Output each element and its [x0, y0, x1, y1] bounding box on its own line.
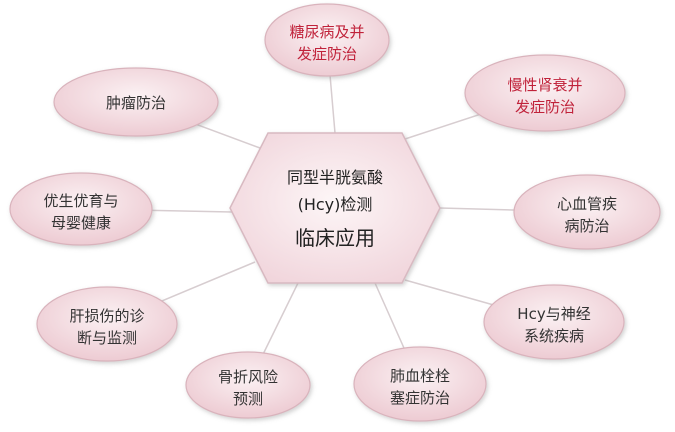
node-cardiovascular-label-line2: 病防治 — [564, 217, 609, 235]
node-pulmonary-embolism-label-line1: 肺血栓栓 — [390, 367, 450, 385]
node-neuro-label-line2: 系统疾病 — [524, 327, 584, 345]
node-diabetes-bubble — [264, 3, 390, 77]
node-neuro-bubble — [483, 284, 625, 360]
node-renal-failure-label-line1: 慢性肾衰并 — [507, 76, 582, 94]
node-neuro-label-line1: Hcy与神经 — [517, 305, 590, 323]
center-hexagon: 同型半胱氨酸 (Hcy)检测 临床应用 — [229, 132, 441, 284]
node-fracture-risk-label-line1: 骨折风险 — [218, 368, 278, 386]
center-title-line1: 同型半胱氨酸 — [287, 168, 383, 187]
node-renal-failure-bubble — [464, 54, 626, 132]
node-liver-injury-label-line2: 断与监测 — [77, 329, 137, 347]
center-hexagon-shape — [229, 132, 441, 284]
node-renal-failure-label-line2: 发症防治 — [515, 98, 575, 116]
node-prenatal-bubble — [9, 172, 153, 246]
node-pulmonary-embolism-label-line2: 塞症防治 — [390, 389, 450, 407]
node-fracture-risk-label-line2: 预测 — [233, 390, 263, 408]
node-diabetes-label-line2: 发症防治 — [297, 45, 357, 63]
node-prenatal-label-line1: 优生优育与 — [43, 192, 118, 210]
node-cardiovascular-bubble — [513, 174, 661, 250]
center-title-line2: (Hcy)检测 — [298, 195, 373, 214]
node-tumor: 肿瘤防治 — [53, 67, 219, 137]
node-tumor-bubble — [53, 67, 219, 137]
node-pulmonary-embolism-bubble — [353, 346, 487, 422]
node-diabetes-label-line1: 糖尿病及并 — [289, 23, 364, 41]
node-prenatal-label-line2: 母婴健康 — [51, 214, 111, 232]
node-liver-injury-label-line1: 肝损伤的诊 — [69, 307, 144, 325]
center-title-line3: 临床应用 — [295, 226, 375, 250]
node-liver-injury-bubble — [36, 286, 178, 362]
application-bubbles: 糖尿病及并发症防治慢性肾衰并发症防治心血管疾病防治Hcy与神经系统疾病肺血栓栓塞… — [9, 3, 661, 422]
node-tumor-label-line1: 肿瘤防治 — [106, 94, 166, 112]
node-cardiovascular-label-line1: 心血管疾 — [557, 195, 617, 213]
node-fracture-risk-bubble — [185, 351, 311, 419]
